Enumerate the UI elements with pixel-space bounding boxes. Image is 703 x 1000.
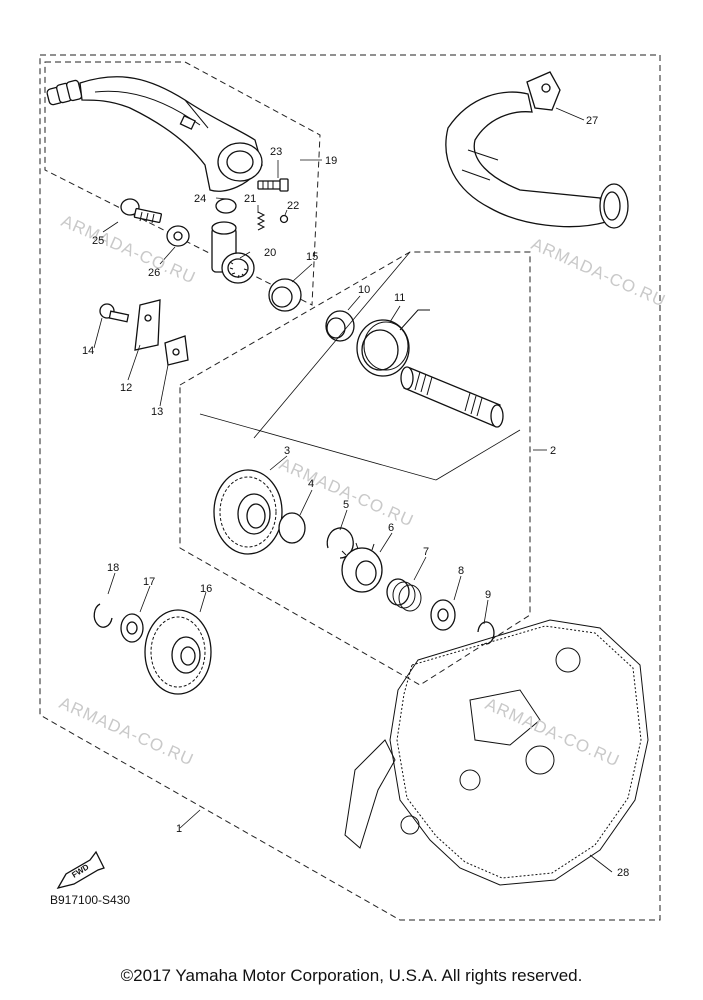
callout-2: 2 — [550, 445, 556, 457]
callout-27: 27 — [586, 115, 598, 127]
callout-14: 14 — [82, 345, 94, 357]
assembly-2-boundary — [179, 251, 531, 686]
kick-crank-part — [46, 76, 263, 192]
callout-1: 1 — [176, 823, 182, 835]
callout-6: 6 — [388, 522, 394, 534]
callout-9: 9 — [485, 589, 491, 601]
stopper-12-part — [134, 299, 161, 351]
watermark-text: ARMADA-CO.RU — [56, 693, 196, 769]
diagram-code: B917100-S430 — [50, 893, 130, 907]
callout-24: 24 — [194, 193, 206, 205]
kick-shaft-part — [400, 366, 504, 428]
oil-seal-15-part — [268, 278, 302, 312]
callout-19: 19 — [325, 155, 337, 167]
idle-gear-16-part — [144, 609, 212, 695]
bolt-23-part — [257, 178, 289, 192]
callout-13: 13 — [151, 406, 163, 418]
washer-24-part — [215, 198, 237, 214]
callout-26: 26 — [148, 267, 160, 279]
torsion-spring-11-part — [356, 309, 430, 377]
callout-23: 23 — [270, 146, 282, 158]
washer-26-part — [166, 225, 190, 247]
kick-boss-20-part — [211, 221, 255, 284]
bolt-14-part — [99, 303, 130, 323]
fwd-arrow-icon: FWD — [56, 850, 105, 890]
callout-11: 11 — [394, 292, 405, 304]
callout-20: 20 — [264, 247, 276, 259]
callout-25: 25 — [92, 235, 104, 247]
guide-13-part — [164, 335, 189, 366]
callout-16: 16 — [200, 583, 212, 595]
callout-4: 4 — [308, 478, 314, 490]
callout-22: 22 — [287, 200, 299, 212]
spring-7-part — [386, 578, 422, 612]
washer-4-part — [278, 512, 306, 544]
callout-10: 10 — [358, 284, 370, 296]
bolt-25-part — [120, 198, 163, 224]
spring-21-part — [256, 211, 266, 231]
watermark-text: ARMADA-CO.RU — [482, 694, 622, 770]
leader-lines — [93, 107, 613, 873]
circlip-18-part — [93, 603, 113, 628]
watermark-text: ARMADA-CO.RU — [528, 234, 668, 310]
ball-22-part — [279, 214, 289, 224]
hose-27-part — [445, 71, 629, 229]
washer-17-part — [120, 613, 144, 643]
assembly-19-boundary — [44, 61, 321, 306]
assembly-1-boundary — [39, 54, 661, 921]
callout-7: 7 — [423, 546, 429, 558]
washer-8-part — [430, 599, 456, 631]
kick-gear-3-part — [213, 469, 283, 555]
ratchet-6-part — [341, 542, 383, 593]
callout-3: 3 — [284, 445, 290, 457]
callout-17: 17 — [143, 576, 155, 588]
callout-28: 28 — [617, 867, 629, 879]
callout-21: 21 — [244, 193, 256, 205]
collar-10-part — [325, 310, 355, 342]
crankcase-gasket-28-part — [344, 619, 649, 886]
callout-5: 5 — [343, 499, 349, 511]
callout-8: 8 — [458, 565, 464, 577]
watermark-text: ARMADA-CO.RU — [58, 211, 198, 287]
callout-12: 12 — [120, 382, 132, 394]
copyright-footer: ©2017 Yamaha Motor Corporation, U.S.A. A… — [120, 966, 583, 985]
callout-18: 18 — [107, 562, 119, 574]
callout-15: 15 — [306, 251, 318, 263]
